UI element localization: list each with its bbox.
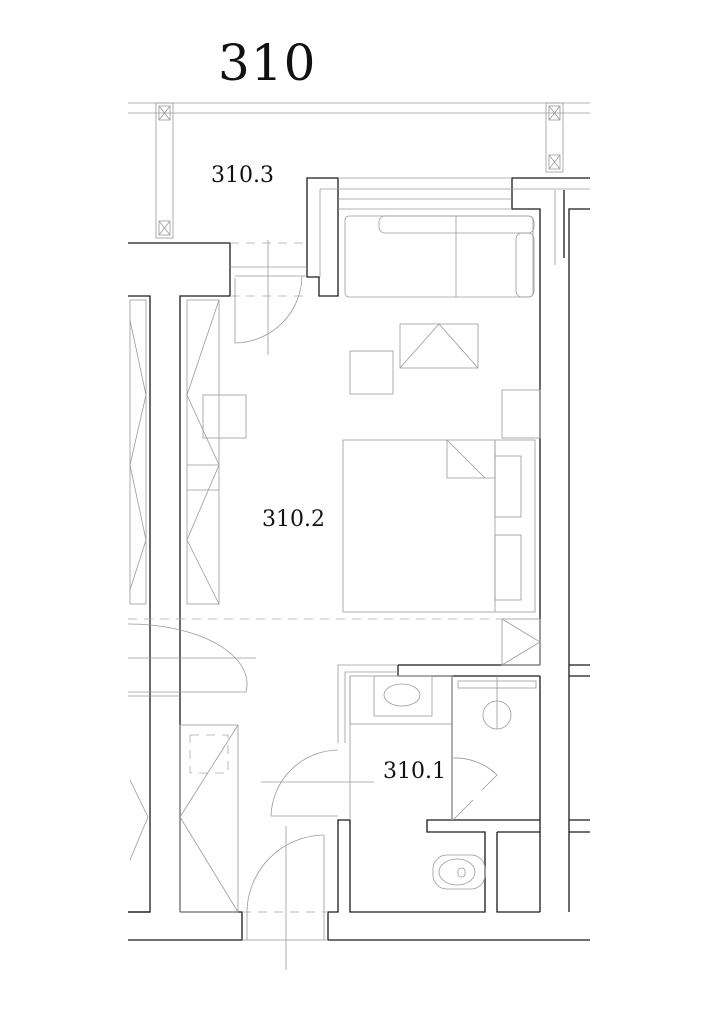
- room-label-bathroom: 310.1: [383, 759, 446, 784]
- sofa: [344, 215, 535, 298]
- bathroom-fixtures: [337, 664, 537, 890]
- corridor-door: [127, 623, 256, 697]
- balcony-railing: [128, 102, 590, 239]
- entrance-door: [242, 826, 328, 970]
- bathroom-door: [261, 749, 374, 817]
- desk-chair: [202, 394, 247, 439]
- wardrobe: [129, 299, 541, 913]
- unit-number: 310: [218, 34, 317, 92]
- balcony-door: [234, 275, 303, 344]
- nightstand: [501, 389, 541, 439]
- ottoman: [349, 350, 394, 395]
- balcony-window: [230, 177, 590, 355]
- coffee-table: [399, 323, 479, 369]
- room-label-balcony: 310.3: [211, 163, 274, 188]
- room-label-bedroom: 310.2: [262, 507, 325, 532]
- bed: [342, 439, 536, 613]
